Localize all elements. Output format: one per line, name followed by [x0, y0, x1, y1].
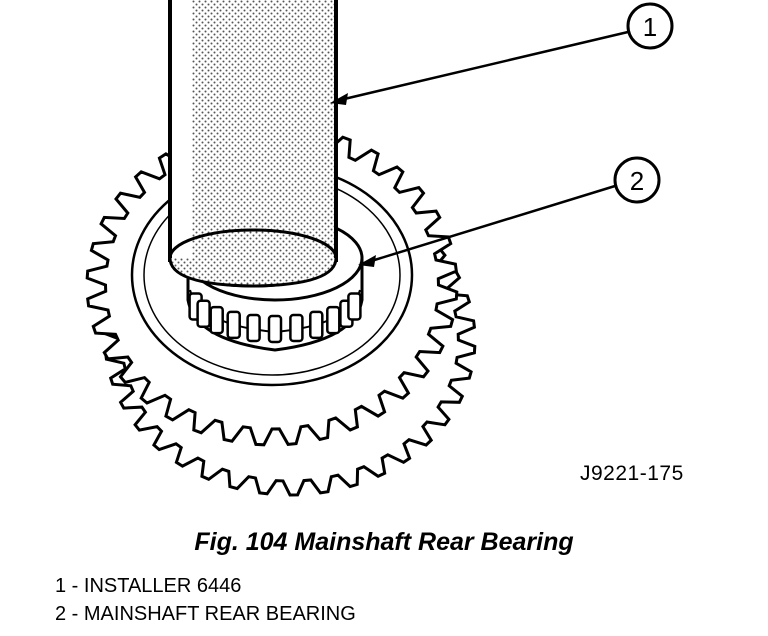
figure-caption: Fig. 104 Mainshaft Rear Bearing [194, 528, 574, 556]
legend-item: 2 - MAINSHAFT REAR BEARING [55, 603, 356, 625]
legend: 1 - INSTALLER 6446 2 - MAINSHAFT REAR BE… [55, 572, 356, 628]
callout-1: 1 [330, 2, 674, 105]
svg-text:1: 1 [643, 12, 657, 42]
figure-id: J9221-175 [580, 462, 684, 485]
installer-6446 [168, 0, 338, 288]
svg-text:2: 2 [630, 166, 644, 196]
callout-2: 2 [358, 156, 661, 267]
legend-item: 1 - INSTALLER 6446 [55, 575, 242, 597]
figure-illustration: 1 2 [85, 0, 674, 497]
